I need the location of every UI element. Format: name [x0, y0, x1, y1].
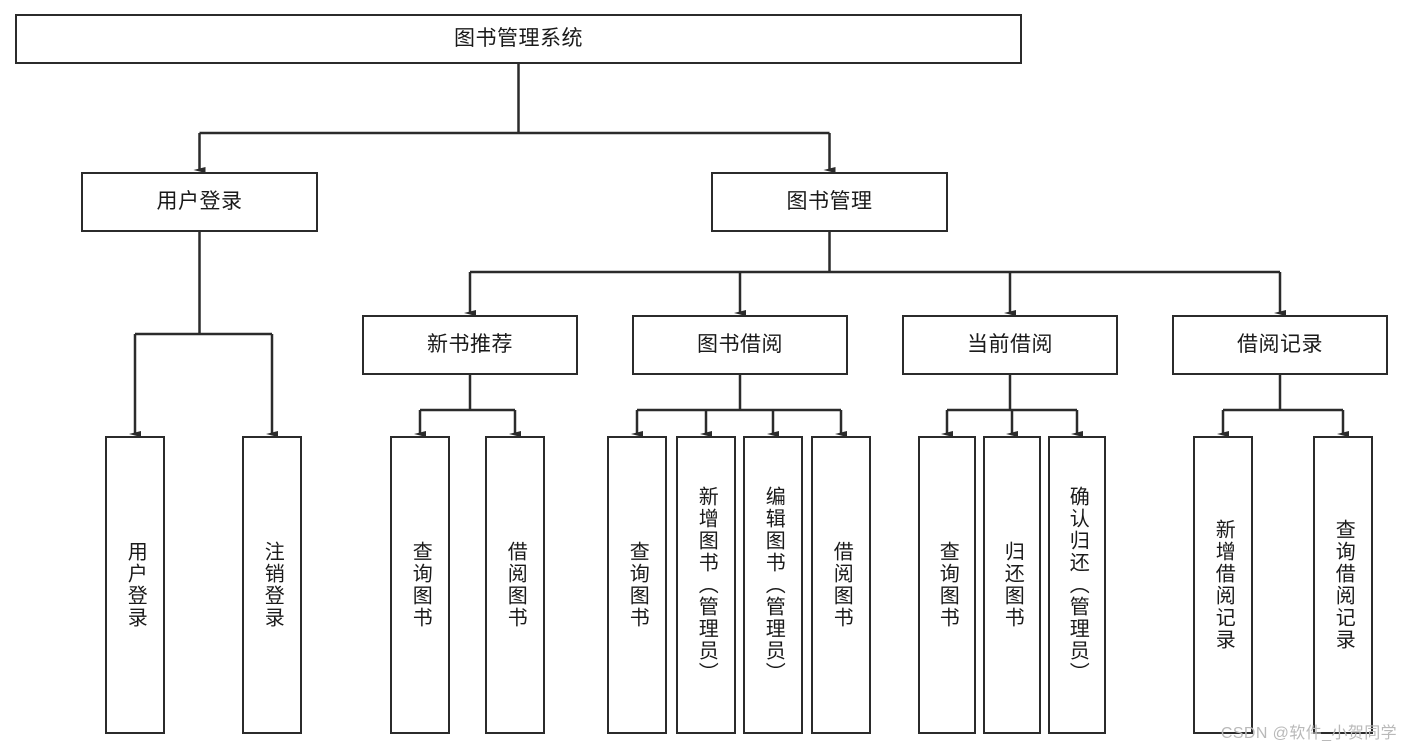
- leaf-user-login[interactable]: 用户登录: [105, 436, 165, 734]
- leaf-return-book-label: 归还图书: [1001, 541, 1024, 629]
- leaf-borrow-book-recommend-label: 借阅图书: [504, 541, 527, 629]
- leaf-user-login-label: 用户登录: [124, 541, 147, 629]
- node-book-borrow-label: 图书借阅: [697, 333, 783, 357]
- connector-lines: [129, 64, 1349, 437]
- leaf-return-book[interactable]: 归还图书: [983, 436, 1041, 734]
- leaf-query-book-current-label: 查询图书: [936, 541, 959, 629]
- leaf-query-book-recommend-label: 查询图书: [409, 541, 432, 629]
- node-book-management-label: 图书管理: [786, 190, 873, 214]
- node-book-management[interactable]: 图书管理: [711, 172, 948, 232]
- leaf-query-borrow-record-label: 查询借阅记录: [1332, 519, 1355, 651]
- leaf-query-book-borrow-label: 查询图书: [626, 541, 649, 629]
- leaf-borrow-book[interactable]: 借阅图书: [811, 436, 871, 734]
- node-root-label: 图书管理系统: [454, 27, 583, 51]
- leaf-confirm-return-admin[interactable]: 确认归还（管理员）: [1048, 436, 1106, 734]
- node-root[interactable]: 图书管理系统: [15, 14, 1022, 64]
- leaf-add-book-admin[interactable]: 新增图书（管理员）: [676, 436, 736, 734]
- leaf-borrow-book-recommend[interactable]: 借阅图书: [485, 436, 545, 734]
- leaf-query-book-recommend[interactable]: 查询图书: [390, 436, 450, 734]
- node-user-login[interactable]: 用户登录: [81, 172, 318, 232]
- leaf-add-borrow-record-label: 新增借阅记录: [1212, 519, 1235, 651]
- leaf-add-borrow-record[interactable]: 新增借阅记录: [1193, 436, 1253, 734]
- leaf-edit-book-admin[interactable]: 编辑图书（管理员）: [743, 436, 803, 734]
- leaf-borrow-book-label: 借阅图书: [830, 541, 853, 629]
- leaf-query-book-current[interactable]: 查询图书: [918, 436, 976, 734]
- node-borrow-record[interactable]: 借阅记录: [1172, 315, 1388, 375]
- node-current-borrow-label: 当前借阅: [967, 333, 1053, 357]
- leaf-confirm-return-admin-label: 确认归还（管理员）: [1066, 486, 1089, 684]
- leaf-query-book-borrow[interactable]: 查询图书: [607, 436, 667, 734]
- node-borrow-record-label: 借阅记录: [1237, 333, 1323, 357]
- node-book-borrow[interactable]: 图书借阅: [632, 315, 848, 375]
- node-current-borrow[interactable]: 当前借阅: [902, 315, 1118, 375]
- node-new-book-recommend-label: 新书推荐: [427, 333, 513, 357]
- node-new-book-recommend[interactable]: 新书推荐: [362, 315, 578, 375]
- leaf-logout[interactable]: 注销登录: [242, 436, 302, 734]
- leaf-query-borrow-record[interactable]: 查询借阅记录: [1313, 436, 1373, 734]
- leaf-add-book-admin-label: 新增图书（管理员）: [695, 486, 718, 684]
- leaf-logout-label: 注销登录: [261, 541, 284, 629]
- leaf-edit-book-admin-label: 编辑图书（管理员）: [762, 486, 785, 684]
- node-user-login-label: 用户登录: [156, 190, 243, 214]
